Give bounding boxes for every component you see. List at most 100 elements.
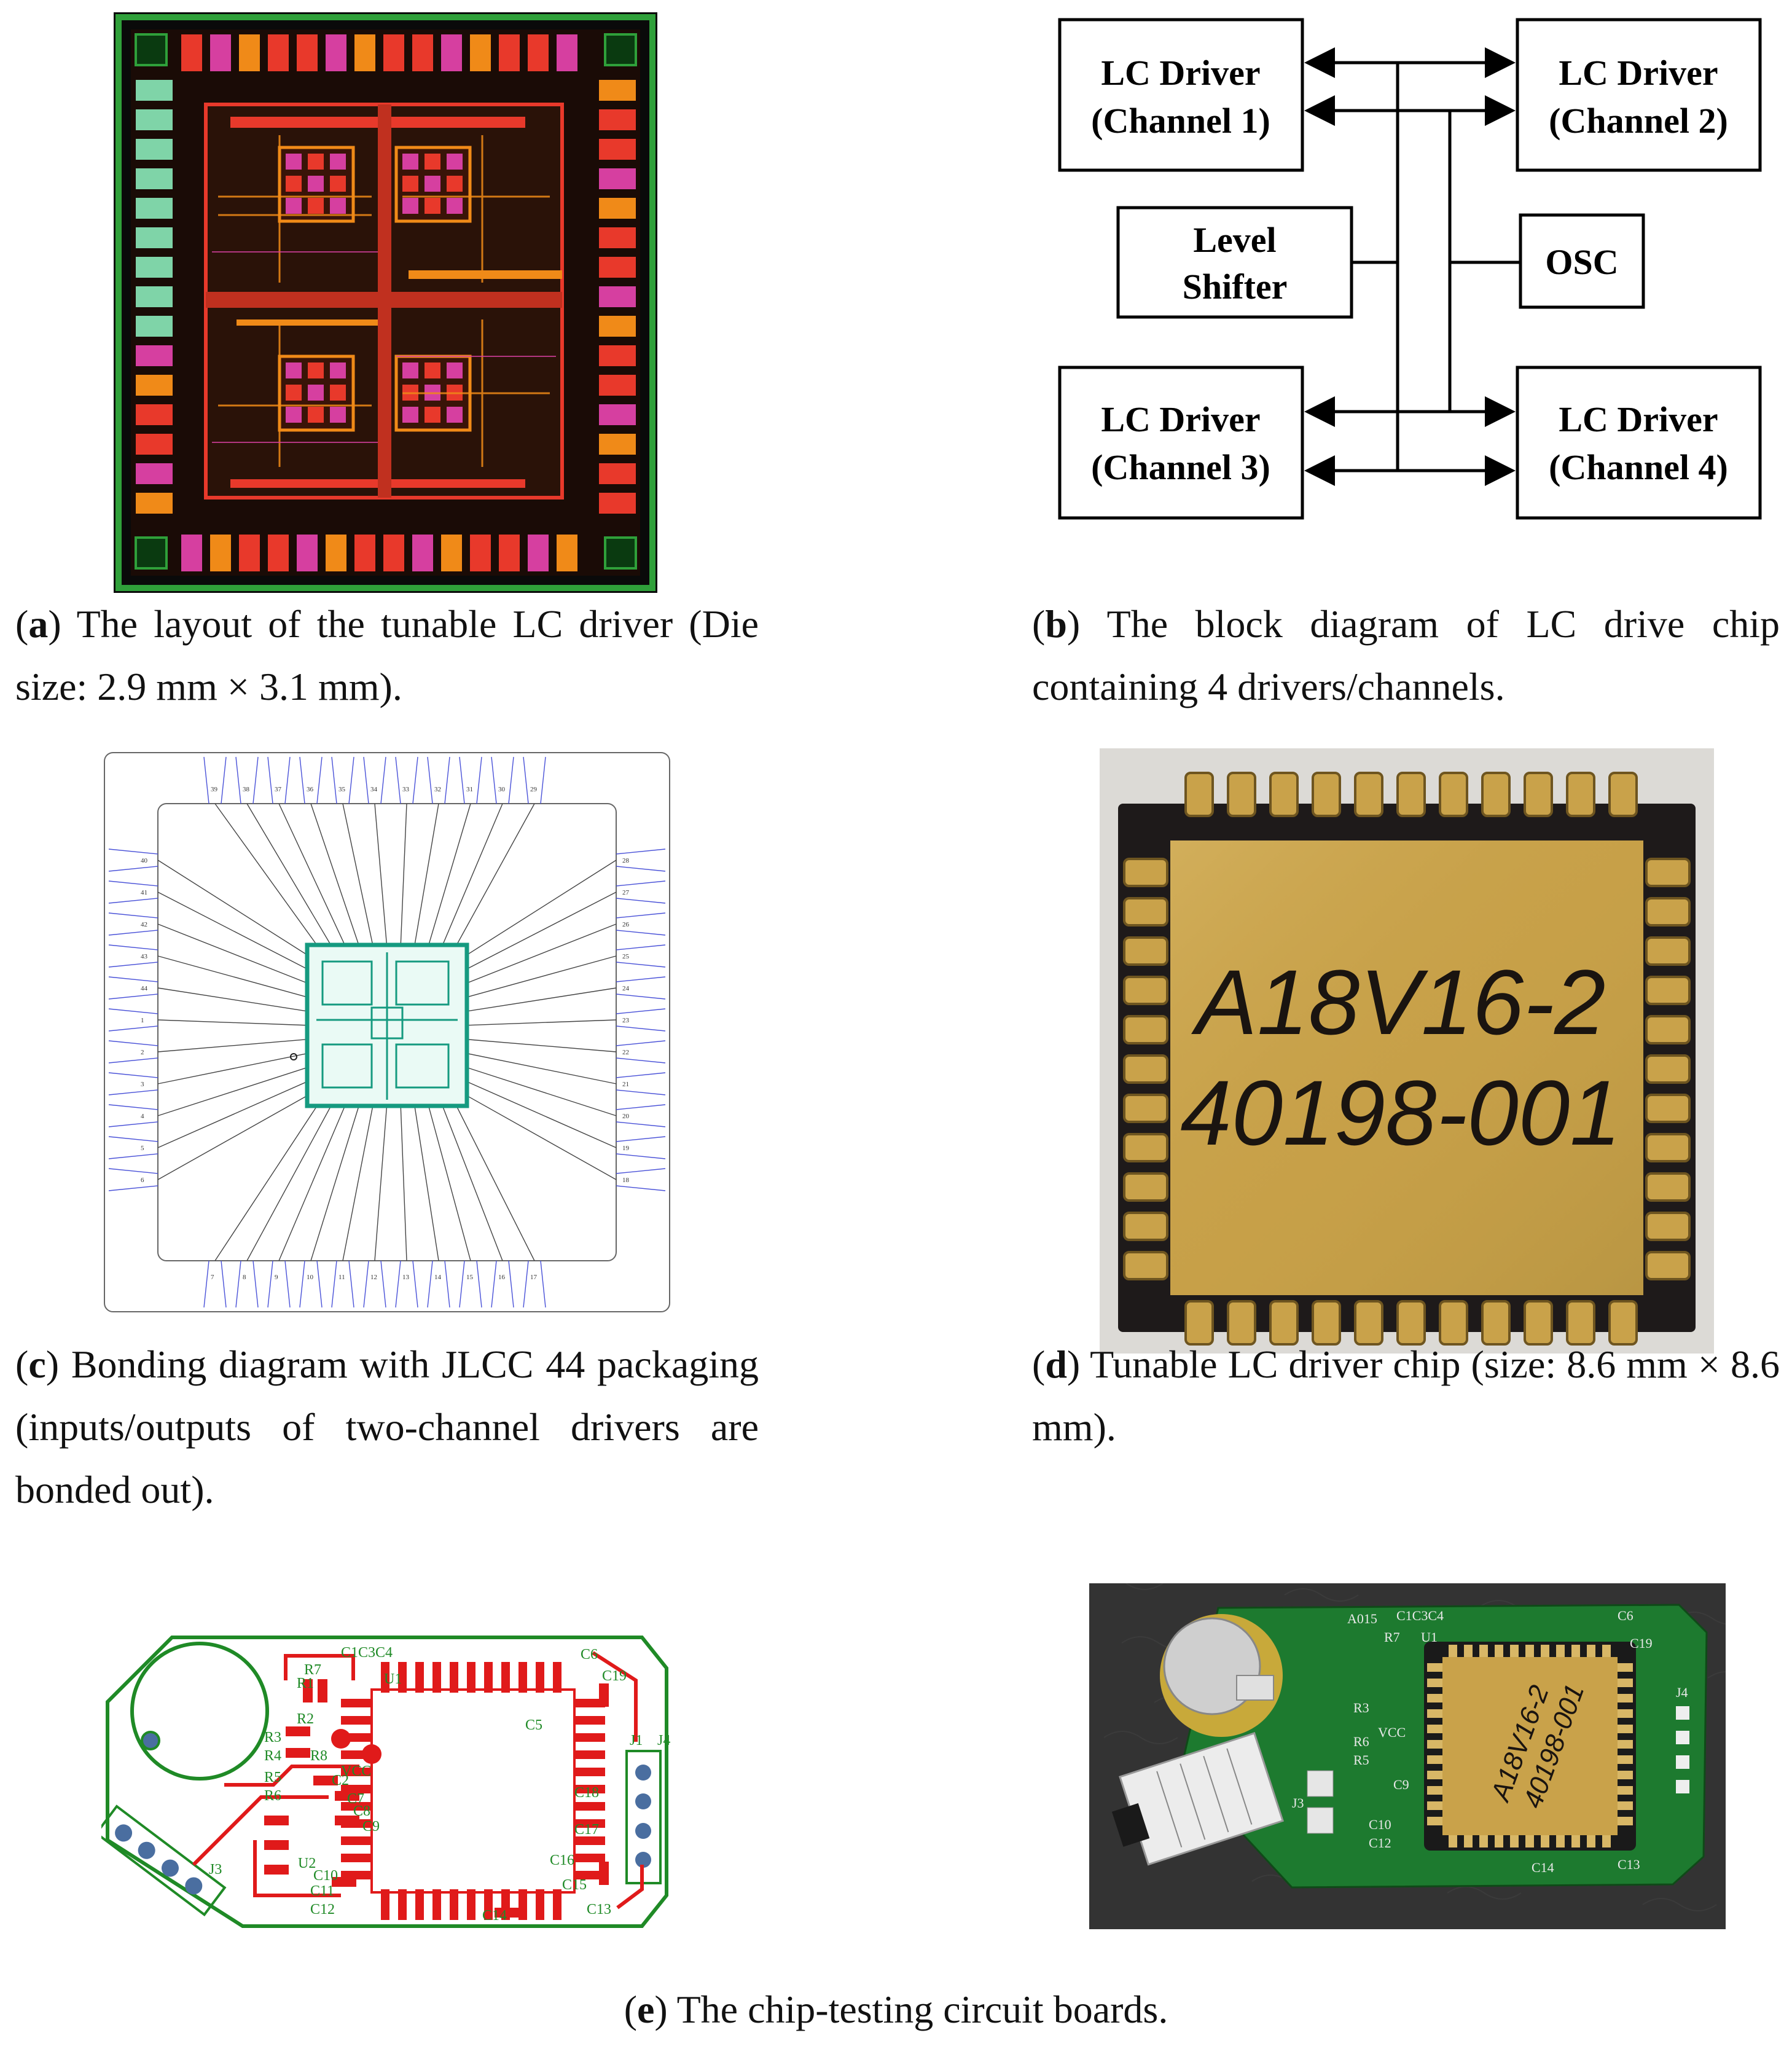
board-chip-lead [1618, 1755, 1633, 1764]
board-photo-label: C14 [1532, 1860, 1554, 1875]
bond-wire [427, 1102, 471, 1261]
layout-pad [136, 109, 173, 130]
chip-lead [1566, 772, 1595, 817]
chip-lead [1645, 936, 1691, 966]
bond-finger [108, 944, 158, 968]
bond-pin-label: 2 [141, 1049, 144, 1056]
chip-lead [1645, 1054, 1691, 1084]
pcb-pad [398, 1889, 407, 1920]
bond-finger [491, 756, 514, 804]
pcb-label: R1 [297, 1675, 314, 1691]
chip-lead [1396, 772, 1426, 817]
board-photo-label: C1C3C4 [1396, 1608, 1444, 1623]
block-ch4-line2: (Channel 4) [1549, 447, 1728, 487]
caption-e-text: The chip-testing circuit boards. [676, 1988, 1168, 2031]
layout-pad [383, 535, 404, 571]
board-chip-lead [1427, 1694, 1442, 1702]
block-ch2-line1: LC Driver [1559, 53, 1718, 93]
bond-wire [413, 803, 439, 949]
layout-cell [308, 154, 324, 170]
bond-pin-label: 14 [434, 1274, 442, 1281]
board-chip-lead [1427, 1771, 1442, 1779]
bond-wire [214, 1102, 320, 1261]
chip-lead [1645, 976, 1691, 1005]
board-chip-lead [1618, 1786, 1633, 1795]
caption-e: (e) The chip-testing circuit boards. [624, 1988, 1168, 2031]
bond-wire [214, 803, 320, 949]
bond-wire [454, 803, 535, 949]
bond-wire [157, 1065, 311, 1116]
bond-wire [463, 1079, 617, 1148]
pcb-pad [341, 1699, 372, 1707]
chip-lead [1645, 858, 1691, 887]
pcb-label: C15 [562, 1877, 587, 1893]
bond-finger [616, 1168, 666, 1191]
bond-finger [108, 1168, 158, 1191]
layout-cell [330, 176, 346, 192]
chip-lead [1645, 1133, 1691, 1162]
chip-lead [1354, 1300, 1383, 1346]
layout-pad [136, 198, 173, 219]
board-photo-label: A015 [1347, 1611, 1377, 1626]
board-chip-lead [1427, 1786, 1442, 1795]
bond-finger [267, 756, 291, 804]
pcb-label: C10 [313, 1868, 338, 1884]
bond-finger [108, 1104, 158, 1127]
board-chip-lead [1510, 1835, 1519, 1847]
bond-wire [157, 891, 311, 971]
pcb-label: C13 [587, 1902, 611, 1918]
pcb-pad [415, 1889, 424, 1920]
board-photo-label: U1 [1421, 1629, 1438, 1645]
chip-lead [1645, 1251, 1691, 1280]
bond-wire [374, 1102, 388, 1261]
bond-finger [616, 912, 666, 936]
bond-pin-label: 43 [141, 953, 148, 960]
bond-pin-label: 8 [243, 1274, 246, 1281]
chip-lead [1227, 1300, 1256, 1346]
layout-pad [599, 375, 636, 396]
pcb-label: U1 [384, 1671, 402, 1687]
pcb-label: C2 [332, 1773, 349, 1789]
bond-finger [395, 756, 418, 804]
pcb-label: C18 [574, 1785, 599, 1801]
board-photo-label: J4 [1676, 1685, 1688, 1700]
bond-wire [310, 803, 361, 949]
bond-pin-label: 41 [141, 889, 147, 896]
layout-pad [136, 463, 173, 484]
chip-lead [1184, 1300, 1214, 1346]
layout-cell [425, 154, 440, 170]
pcb-label: J3 [209, 1862, 222, 1878]
pcb-pad [484, 1662, 493, 1693]
bond-wire [463, 987, 617, 1013]
bond-finger [267, 1260, 291, 1308]
panel-d-chip-photo: A18V16-2 40198-001 [1100, 748, 1714, 1354]
layout-pad [599, 168, 636, 189]
bond-wire [440, 803, 503, 949]
bond-finger [616, 1072, 666, 1095]
chip-lead [1354, 772, 1383, 817]
bond-wire [463, 923, 617, 985]
layout-pad [599, 286, 636, 307]
layout-pad [136, 375, 173, 396]
bond-pin-label: 7 [211, 1274, 214, 1281]
chip-lead [1123, 936, 1168, 966]
board-chip-lead [1449, 1835, 1457, 1847]
layout-cell [330, 407, 346, 423]
layout-cell [308, 385, 324, 401]
layout-cell [330, 385, 346, 401]
pcb-label: C19 [602, 1668, 627, 1684]
pcb-pad [450, 1662, 458, 1693]
board-chip-lead [1449, 1645, 1457, 1657]
layout-pad [136, 493, 173, 514]
bond-finger [235, 756, 259, 804]
layout-cell [308, 176, 324, 192]
pcb-label: R7 [304, 1662, 321, 1678]
layout-pad [268, 34, 289, 71]
chip-lead [1123, 1212, 1168, 1241]
bond-pin-label: 44 [141, 985, 148, 992]
block-ch4-line1: LC Driver [1559, 399, 1718, 439]
pcb-label: J4 [657, 1733, 670, 1749]
pcb-pad [484, 1889, 493, 1920]
layout-pad [599, 257, 636, 278]
